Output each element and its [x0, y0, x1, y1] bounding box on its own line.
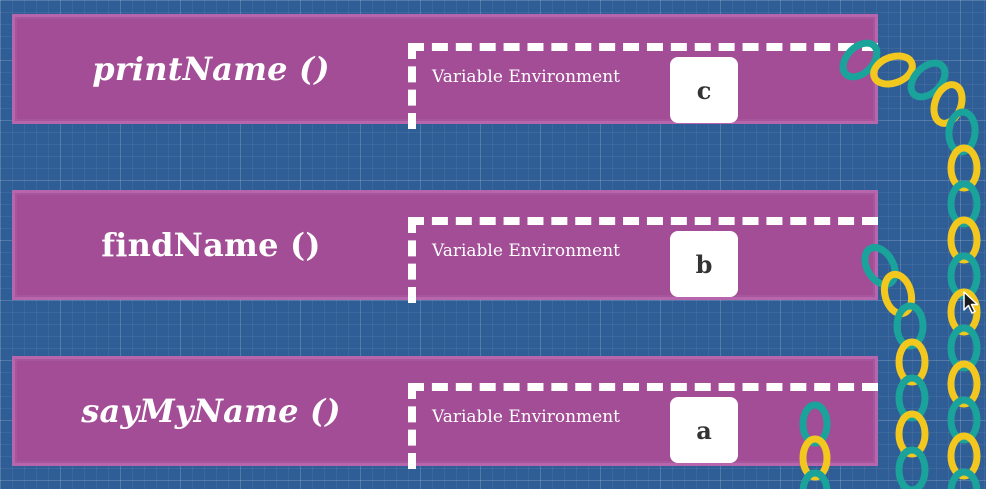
variable-box: c [670, 57, 738, 123]
chain-link [947, 144, 981, 192]
chain-link [895, 410, 929, 458]
chain-link [893, 302, 927, 350]
variable-environment-label: Variable Environment [432, 67, 621, 87]
variable-environment-label: Variable Environment [432, 241, 621, 261]
chain-link [895, 446, 929, 489]
chain-link [947, 360, 981, 408]
variable-environment: Variable Environment a [408, 383, 878, 469]
chain-link [947, 180, 981, 228]
chain-link [895, 374, 929, 422]
chain-link [947, 216, 981, 264]
chain-link [907, 59, 949, 101]
execution-context-sayMyName: sayMyName () Variable Environment a [12, 356, 878, 469]
chain-link [947, 432, 981, 480]
chain-link [947, 324, 981, 372]
variable-environment: Variable Environment c [408, 43, 878, 129]
chain-link [930, 81, 966, 127]
chain-link [947, 468, 981, 489]
chain-link [799, 469, 831, 489]
chain-link [895, 338, 929, 386]
function-name: sayMyName () [81, 392, 341, 430]
variable-environment: Variable Environment b [408, 217, 878, 303]
chain-link [945, 108, 979, 156]
variable-box: b [670, 231, 738, 297]
execution-context-printName: printName () Variable Environment c [12, 14, 878, 129]
chain-link [880, 270, 916, 318]
function-name: findName () [101, 226, 321, 264]
variable-environment-label: Variable Environment [432, 407, 621, 427]
variable-box: a [670, 397, 738, 463]
mouse-pointer-icon [963, 291, 979, 314]
execution-context-findName: findName () Variable Environment b [12, 190, 878, 303]
chain-link [947, 396, 981, 444]
function-name: printName () [92, 50, 330, 88]
